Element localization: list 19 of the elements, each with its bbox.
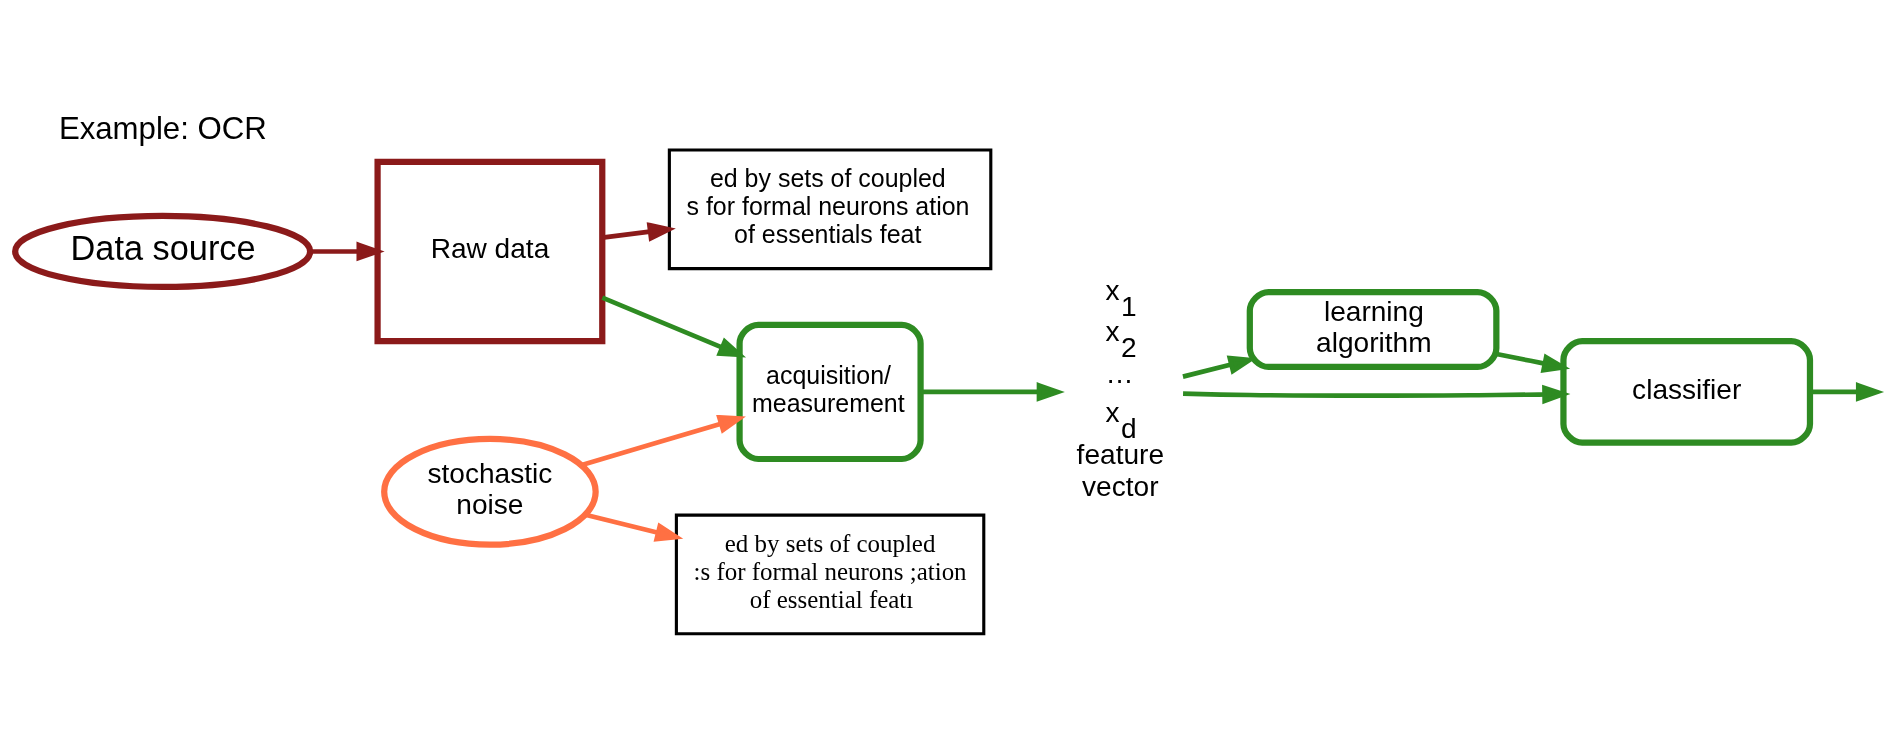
arrow [581, 414, 746, 467]
arrow [1183, 384, 1571, 404]
arrow [1810, 381, 1885, 402]
arrow [602, 221, 676, 242]
node-box: ed by sets of coupled s for formal neurons ation of essentials feat [667, 148, 993, 270]
node-box: Raw data [374, 158, 606, 344]
arrow [920, 381, 1065, 402]
node-label: feature vector [1076, 438, 1165, 502]
label: Example: OCR [58, 110, 267, 146]
node-ellipse: Data source [12, 212, 314, 290]
arrow [601, 295, 747, 358]
node-ellipse: stochastic noise [381, 435, 599, 548]
node-box: ed by sets of coupled :s for formal neurons ;ation of essential featı [674, 513, 986, 635]
node-box: acquisition/ measurement [736, 321, 924, 462]
arrow [310, 241, 385, 261]
arrow [1496, 351, 1571, 373]
node-box: learning algorithm [1246, 288, 1500, 370]
arrow [584, 512, 684, 542]
node-box: classifier [1560, 337, 1814, 446]
